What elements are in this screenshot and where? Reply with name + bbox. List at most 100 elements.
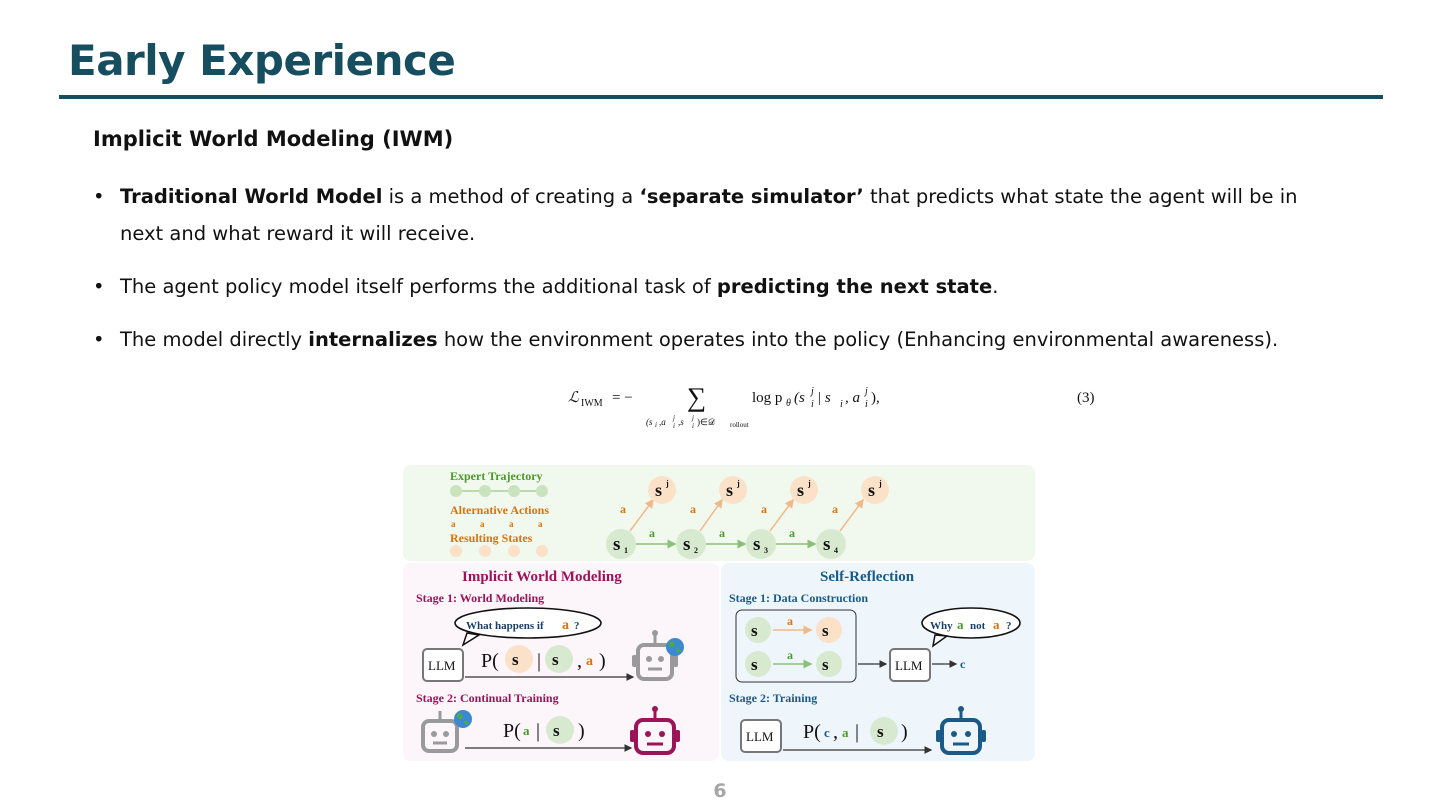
eq-given: | s: [817, 390, 831, 406]
eq-range-j: j: [691, 414, 694, 422]
svg-text:a: a: [957, 617, 964, 632]
alt-action-2: a: [690, 502, 696, 516]
robot-icon: [632, 630, 678, 681]
svg-text:s: s: [751, 655, 758, 674]
eq-range-j: j: [672, 414, 675, 422]
eq-sub-i: i: [840, 399, 843, 410]
eq-sub-i: i: [811, 399, 814, 410]
eq-close: ): [578, 720, 585, 742]
alt-action-3: a: [761, 502, 767, 516]
svg-text:s: s: [822, 621, 829, 640]
eq-sum: ∑: [687, 382, 706, 412]
llm-label: LLM: [746, 729, 774, 744]
globe-icon: [454, 710, 472, 728]
p-open: P(: [481, 650, 499, 672]
speech-bubble-tail: [461, 632, 482, 647]
bubble-action: a: [562, 618, 569, 633]
svg-text:s: s: [877, 722, 884, 741]
eq-lhs-sub: IWM: [581, 398, 603, 409]
alt-action-1: a: [620, 502, 626, 516]
data-construction-box: [735, 609, 857, 683]
eq-comma: ,: [577, 650, 582, 672]
bubble-question: What happens if: [466, 620, 544, 632]
svg-text:,: ,: [833, 721, 838, 743]
legend-expert-dots: [450, 485, 548, 497]
action-a3: a: [789, 526, 795, 540]
bullet-text: The model directly: [120, 328, 309, 351]
llm-box-icon: [422, 648, 464, 682]
svg-text:?: ?: [1006, 620, 1012, 632]
p-open: P(: [503, 720, 521, 742]
reflection-c: c: [960, 657, 966, 671]
svg-text:j: j: [807, 479, 811, 488]
eq-theta: θ: [786, 398, 791, 409]
eq-range-open: (s: [646, 417, 653, 427]
legend-result-dots: [450, 545, 548, 557]
action-a1: a: [649, 526, 655, 540]
bullet-text: The agent policy model itself performs t…: [120, 275, 717, 298]
llm-label: LLM: [895, 658, 923, 673]
action-a2: a: [719, 526, 725, 540]
sr-stage2: Stage 2: Training: [729, 691, 817, 705]
svg-text:j: j: [665, 479, 669, 488]
eq-bar: |: [536, 720, 540, 742]
robot-icon: [630, 706, 680, 755]
bullet-text: how the environment operates into the po…: [437, 328, 1279, 351]
p-open: P(: [803, 721, 821, 743]
state-s4: s: [823, 534, 830, 555]
bubble-not: not: [970, 620, 986, 632]
eq-range-s: ,s: [678, 417, 684, 427]
svg-text:a: a: [842, 725, 849, 740]
bullet-list: Traditional World Model is a method of c…: [93, 178, 1343, 374]
bubble-why: Why: [930, 620, 953, 632]
eq-sup-j: j: [809, 386, 814, 397]
alt-state-1: s: [655, 480, 662, 500]
eq-alt-action: a: [586, 654, 593, 669]
svg-text:j: j: [736, 479, 740, 488]
eq-args: (s: [794, 390, 805, 406]
bullet-text: is a method of creating a: [382, 185, 640, 208]
svg-text:4: 4: [834, 546, 838, 555]
bullet-item: The agent policy model itself performs t…: [93, 268, 1343, 305]
eq-range-i: i: [673, 422, 675, 430]
speech-bubble: [921, 607, 1021, 639]
section-heading: Implicit World Modeling (IWM): [93, 127, 454, 151]
robot-icon: [936, 706, 986, 755]
svg-text:j: j: [878, 479, 882, 488]
slide-title: Early Experience: [68, 36, 456, 85]
alt-state-4: s: [868, 480, 875, 500]
bullet-bold: Traditional World Model: [120, 185, 383, 208]
sr-stage1: Stage 1: Data Construction: [729, 591, 868, 605]
svg-text:a: a: [509, 519, 514, 529]
iwm-figure: Expert Trajectory Alternative Actions Re…: [403, 465, 1035, 761]
bullet-bold: predicting the next state: [716, 275, 993, 298]
alt-state-2: s: [726, 480, 733, 500]
eq-range-i: i: [692, 422, 694, 430]
bullet-text: that predicts what state the agent will …: [120, 185, 1298, 245]
state-s2: s: [683, 534, 690, 555]
globe-icon: [666, 638, 684, 656]
eq-equals: = −: [612, 390, 633, 406]
svg-text:): ): [901, 721, 908, 743]
iwm-loss-equation: ℒ IWM = − ∑ log p θ (s j i | s i , a j i…: [568, 382, 1095, 430]
legend-alternative: Alternative Actions: [450, 503, 549, 517]
eq-log-p: log p: [752, 390, 782, 406]
eq-action: a: [523, 723, 530, 738]
alternative-states: [648, 476, 889, 504]
speech-bubble: [454, 607, 602, 639]
eq-lhs: ℒ: [568, 390, 580, 406]
svg-text:a: a: [787, 648, 793, 662]
bullet-bold: internalizes: [308, 328, 438, 351]
svg-text:a: a: [993, 617, 1000, 632]
iwm-stage1: Stage 1: World Modeling: [416, 591, 544, 605]
iwm-title: Implicit World Modeling: [462, 569, 622, 585]
llm-box-icon: [889, 648, 931, 682]
bullet-item: The model directly internalizes how the …: [93, 321, 1343, 358]
state-s1: s: [613, 534, 620, 555]
svg-text:a: a: [451, 519, 456, 529]
eq-sub-i: i: [865, 399, 868, 410]
svg-text:1: 1: [624, 546, 628, 555]
iwm-stage2: Stage 2: Continual Training: [416, 691, 559, 705]
eq-action: , a: [845, 390, 860, 406]
